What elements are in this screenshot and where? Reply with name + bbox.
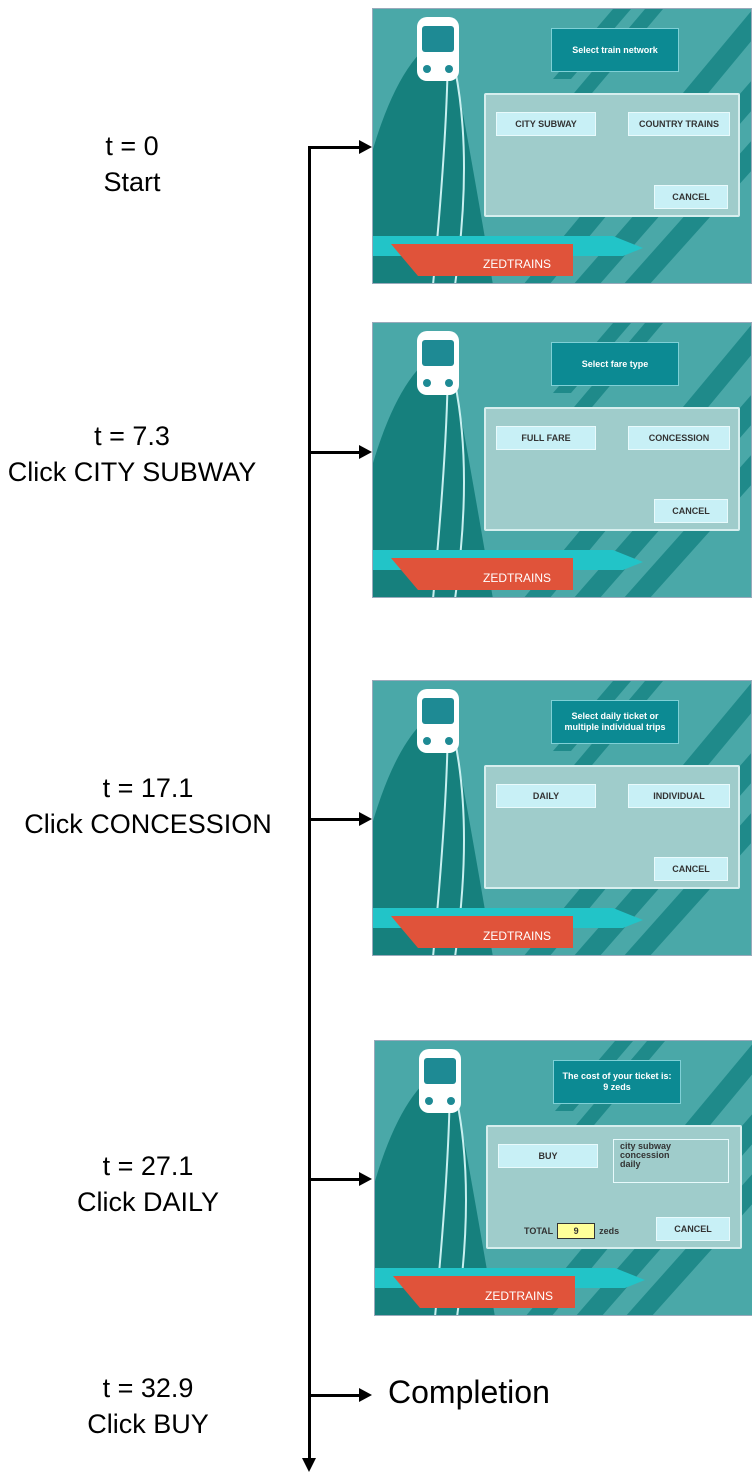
- step-time: t = 17.1: [102, 773, 194, 803]
- timeline-label-concession: t = 17.1 Click CONCESSION: [0, 770, 298, 842]
- brand-banner: [373, 550, 643, 590]
- step-time: t = 7.3: [94, 421, 170, 451]
- cancel-button[interactable]: CANCEL: [654, 185, 728, 209]
- concession-button[interactable]: CONCESSION: [628, 426, 730, 450]
- total-value: 9: [557, 1223, 596, 1239]
- brand-logo-text: ZEDTRAINS: [483, 929, 552, 943]
- ticket-summary: city subway concession daily: [613, 1139, 729, 1183]
- options-panel: CITY SUBWAY COUNTRY TRAINS CANCEL: [484, 93, 740, 217]
- step-action: Click CITY SUBWAY: [7, 457, 257, 487]
- screen-title: Select daily ticket or multiple individu…: [551, 700, 679, 744]
- buy-button[interactable]: BUY: [498, 1144, 598, 1168]
- purchase-panel: BUY city subway concession daily TOTAL 9…: [486, 1125, 742, 1249]
- brand-banner: [373, 908, 643, 948]
- timeline-arrowhead: [302, 1458, 316, 1472]
- screen-title: Select fare type: [551, 342, 679, 386]
- step-time: t = 27.1: [102, 1151, 194, 1181]
- screen-title: Select train network: [551, 28, 679, 72]
- arrow-to-screen-1: [308, 140, 372, 154]
- step-time: t = 32.9: [102, 1373, 194, 1403]
- country-trains-button[interactable]: COUNTRY TRAINS: [628, 112, 730, 136]
- city-subway-button[interactable]: CITY SUBWAY: [496, 112, 596, 136]
- kiosk-screen-network: Select train network CITY SUBWAY COUNTRY…: [372, 8, 752, 284]
- brand-banner: [373, 236, 643, 276]
- step-action: Click CONCESSION: [24, 809, 272, 839]
- total-label: TOTAL: [524, 1226, 554, 1236]
- timeline-label-daily: t = 27.1 Click DAILY: [0, 1148, 298, 1220]
- step-action: Click DAILY: [76, 1187, 220, 1217]
- brand-banner: [375, 1268, 645, 1308]
- screen-title: The cost of your ticket is: 9 zeds: [553, 1060, 681, 1104]
- brand-logo-text: ZEDTRAINS: [483, 257, 552, 271]
- kiosk-screen-ticket-kind: Select daily ticket or multiple individu…: [372, 680, 752, 956]
- kiosk-screen-purchase: The cost of your ticket is: 9 zeds BUY c…: [374, 1040, 752, 1316]
- timeline-label-buy: t = 32.9 Click BUY: [0, 1370, 298, 1442]
- completion-label: Completion: [388, 1374, 550, 1410]
- options-panel: DAILY INDIVIDUAL CANCEL: [484, 765, 740, 889]
- arrow-to-completion: [308, 1388, 372, 1402]
- brand-logo-text: ZEDTRAINS: [485, 1289, 554, 1303]
- timeline-label-start: t = 0 Start: [0, 128, 282, 200]
- timeline-label-city-subway: t = 7.3 Click CITY SUBWAY: [0, 418, 282, 490]
- brand-logo-text: ZEDTRAINS: [483, 571, 552, 585]
- individual-button[interactable]: INDIVIDUAL: [628, 784, 730, 808]
- cancel-button[interactable]: CANCEL: [654, 857, 728, 881]
- step-action: Click BUY: [87, 1409, 209, 1439]
- step-action: Start: [103, 167, 161, 197]
- total-row: TOTAL 9 zeds: [524, 1223, 619, 1239]
- arrow-to-screen-3: [308, 812, 372, 826]
- options-panel: FULL FARE CONCESSION CANCEL: [484, 407, 740, 531]
- kiosk-screen-fare-type: Select fare type FULL FARE CONCESSION CA…: [372, 322, 752, 598]
- total-unit: zeds: [599, 1226, 620, 1236]
- timeline-axis: [308, 146, 311, 1460]
- cancel-button[interactable]: CANCEL: [656, 1217, 730, 1241]
- cancel-button[interactable]: CANCEL: [654, 499, 728, 523]
- step-time: t = 0: [105, 131, 159, 161]
- arrow-to-screen-2: [308, 445, 372, 459]
- full-fare-button[interactable]: FULL FARE: [496, 426, 596, 450]
- arrow-to-screen-4: [308, 1172, 372, 1186]
- daily-button[interactable]: DAILY: [496, 784, 596, 808]
